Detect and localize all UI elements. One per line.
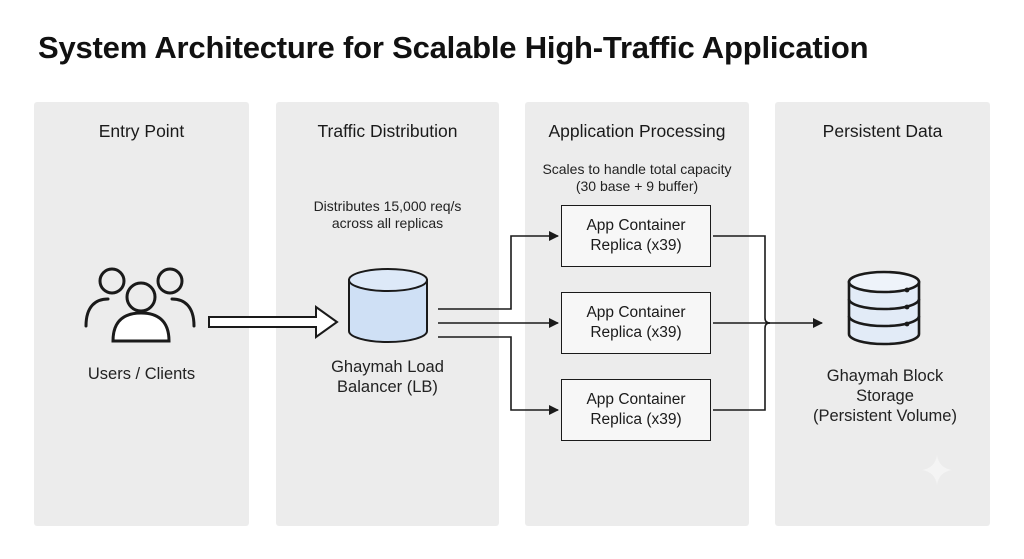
load-balancer-note: Distributes 15,000 req/s across all repl… [276,198,499,232]
connector-from-replica-3 [713,322,771,411]
replica-count: Replica (x39) [590,324,682,341]
label-line: Balancer (LB) [337,378,438,396]
replica-label: App Container [586,391,686,408]
fan-out-connectors [438,231,559,415]
database-icon [847,270,921,346]
connector-from-replica-1 [713,235,771,324]
connector-to-replica-1 [438,231,559,310]
replica-count: Replica (x39) [590,237,682,254]
storage-label: Ghaymah Block Storage (Persistent Volume… [775,366,995,426]
app-scaling-note: Scales to handle total capacity (30 base… [515,161,759,195]
page-title: System Architecture for Scalable High-Tr… [38,30,869,65]
connector-to-replica-3 [438,336,559,415]
label-line: Storage [856,387,914,405]
lane-title: Traffic Distribution [317,121,458,141]
note-line: across all replicas [331,215,444,231]
request-flow-arrow [208,305,339,339]
note-line: (30 base + 9 buffer) [575,178,699,194]
label-line: Ghaymah Load [331,358,444,376]
sparkle-icon [922,455,952,485]
load-balancer-label: Ghaymah Load Balancer (LB) [276,357,499,397]
users-label: Users / Clients [87,365,196,383]
note-line: Distributes 15,000 req/s [313,198,462,214]
note-line: Scales to handle total capacity [542,161,732,177]
lane-title: Entry Point [98,121,185,141]
lane-title: Persistent Data [822,121,943,141]
replica-label: App Container [586,217,686,234]
label-line: (Persistent Volume) [813,407,957,425]
replica-count: Replica (x39) [590,411,682,428]
replica-label: App Container [586,304,686,321]
label-line: Ghaymah Block [826,367,944,385]
fan-in-connectors [713,235,823,411]
cylinder-icon [348,268,428,343]
users-icon [84,267,196,343]
lane-title: Application Processing [548,121,726,141]
